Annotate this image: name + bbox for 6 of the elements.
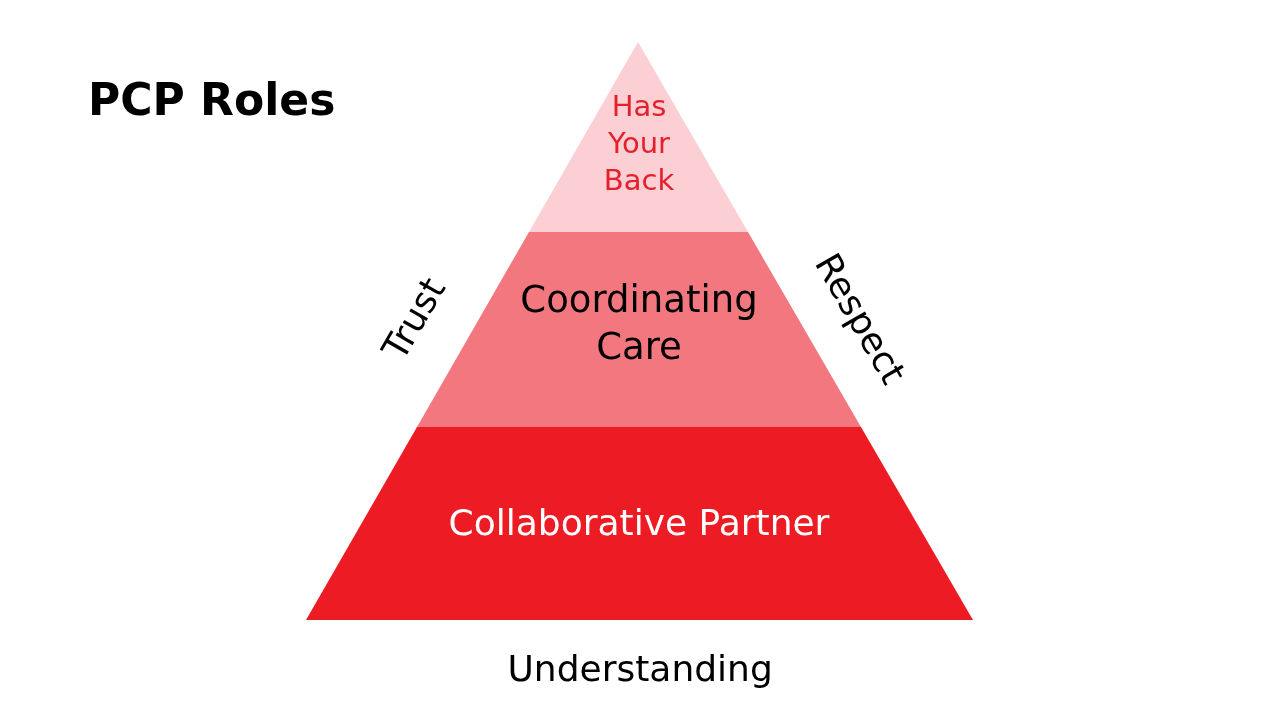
tier-label: Coordinating Care [519,277,759,371]
title: PCP Roles [88,74,336,125]
base-label: Understanding [507,647,773,689]
tier-label: Collaborative Partner [447,501,831,545]
tier-label: Has Your Back [602,88,676,200]
pyramid-tier [306,427,973,620]
